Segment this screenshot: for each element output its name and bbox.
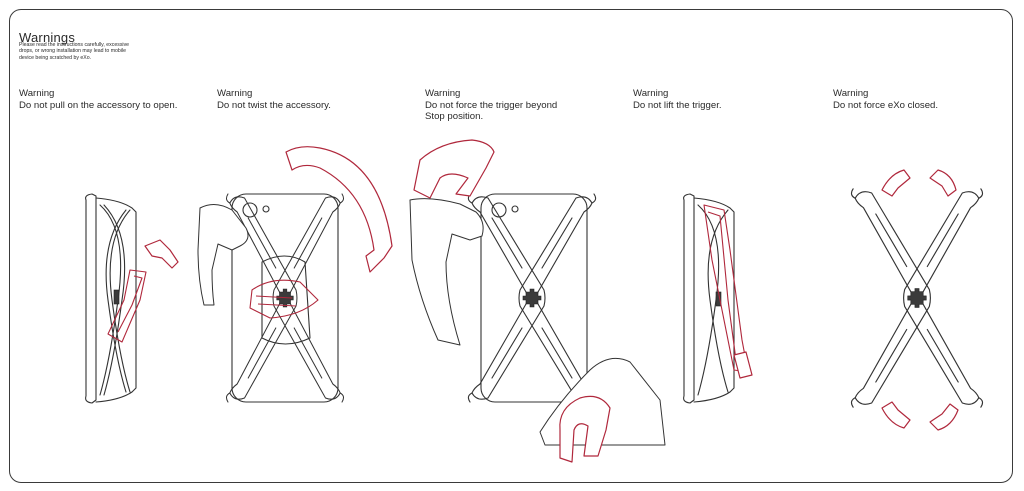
- phone-back-illustration: [468, 194, 595, 402]
- curved-arrow-icon: [882, 402, 910, 428]
- exo-front-illustration: [851, 189, 982, 407]
- hand-illustration: [198, 204, 248, 305]
- side-view-exo-illustration: [684, 194, 752, 403]
- curved-arrow-icon: [882, 170, 910, 196]
- curved-arrow-icon: [930, 404, 958, 430]
- curved-arrow-icon: [414, 140, 494, 198]
- hand-illustration: [410, 199, 483, 345]
- side-view-exo-illustration: [86, 194, 178, 403]
- curved-arrow-icon: [930, 170, 956, 196]
